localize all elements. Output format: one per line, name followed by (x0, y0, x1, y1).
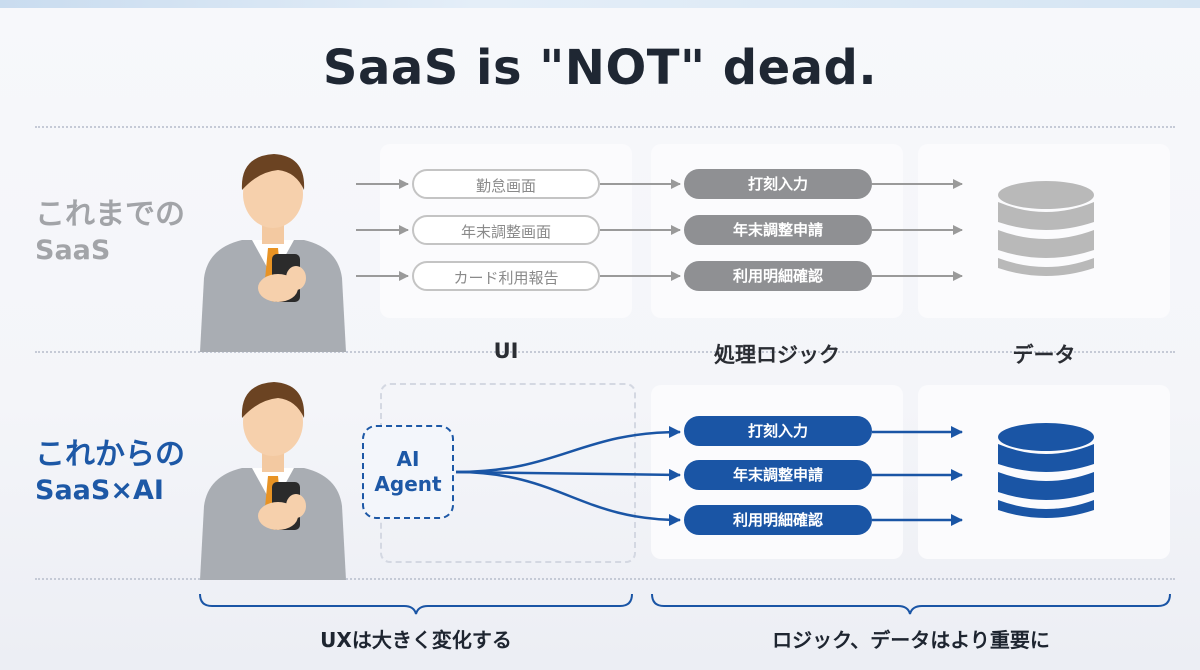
database-new-icon (998, 423, 1094, 518)
arrow-agent-to-logic-3 (455, 470, 681, 526)
new-logic-item-statement: 利用明細確認 (684, 505, 872, 535)
brace-right (651, 593, 1171, 615)
database-old-icon (998, 181, 1094, 276)
arrow-agent-to-logic-2 (455, 468, 681, 481)
slide-title: SaaS is "NOT" dead. (322, 40, 878, 96)
old-logic-item-statement: 利用明細確認 (684, 261, 872, 291)
old-logic-item-year-end: 年末調整申請 (684, 215, 872, 245)
person-old-icon (200, 154, 346, 352)
person-new-icon (200, 382, 346, 580)
new-logic-item-clock-in: 打刻入力 (684, 416, 872, 446)
column-header-logic: 処理ロジック (714, 343, 840, 367)
ai-agent-line1: AI (396, 447, 420, 471)
divider-middle (35, 351, 1175, 353)
old-ui-item-card-report: カード利用報告 (412, 261, 600, 291)
column-header-ui: UI (493, 339, 519, 363)
ai-agent-line2: Agent (374, 472, 442, 496)
column-header-data: データ (1012, 343, 1076, 367)
old-ui-item-attendance: 勤怠画面 (412, 169, 600, 199)
caption-ux: UXは大きく変化する (320, 628, 512, 652)
row-label-new: これからの SaaS×AI (35, 436, 185, 507)
new-logic-item-year-end: 年末調整申請 (684, 460, 872, 490)
top-band (0, 0, 1200, 8)
ai-agent-box: AI Agent (362, 425, 454, 519)
arrow-agent-to-logic-1 (455, 426, 681, 474)
old-ui-item-year-end: 年末調整画面 (412, 215, 600, 245)
row-label-old: これまでの SaaS (35, 196, 185, 267)
row-label-new-line2: SaaS×AI (35, 474, 164, 506)
divider-bottom (35, 578, 1175, 580)
brace-left (199, 593, 633, 615)
row-label-old-line2: SaaS (35, 234, 111, 266)
row-label-new-line1: これからの (35, 437, 185, 472)
caption-logic-data: ロジック、データはより重要に (772, 628, 1050, 652)
divider-top (35, 126, 1175, 128)
row-label-old-line1: これまでの (35, 197, 185, 232)
old-logic-item-clock-in: 打刻入力 (684, 169, 872, 199)
